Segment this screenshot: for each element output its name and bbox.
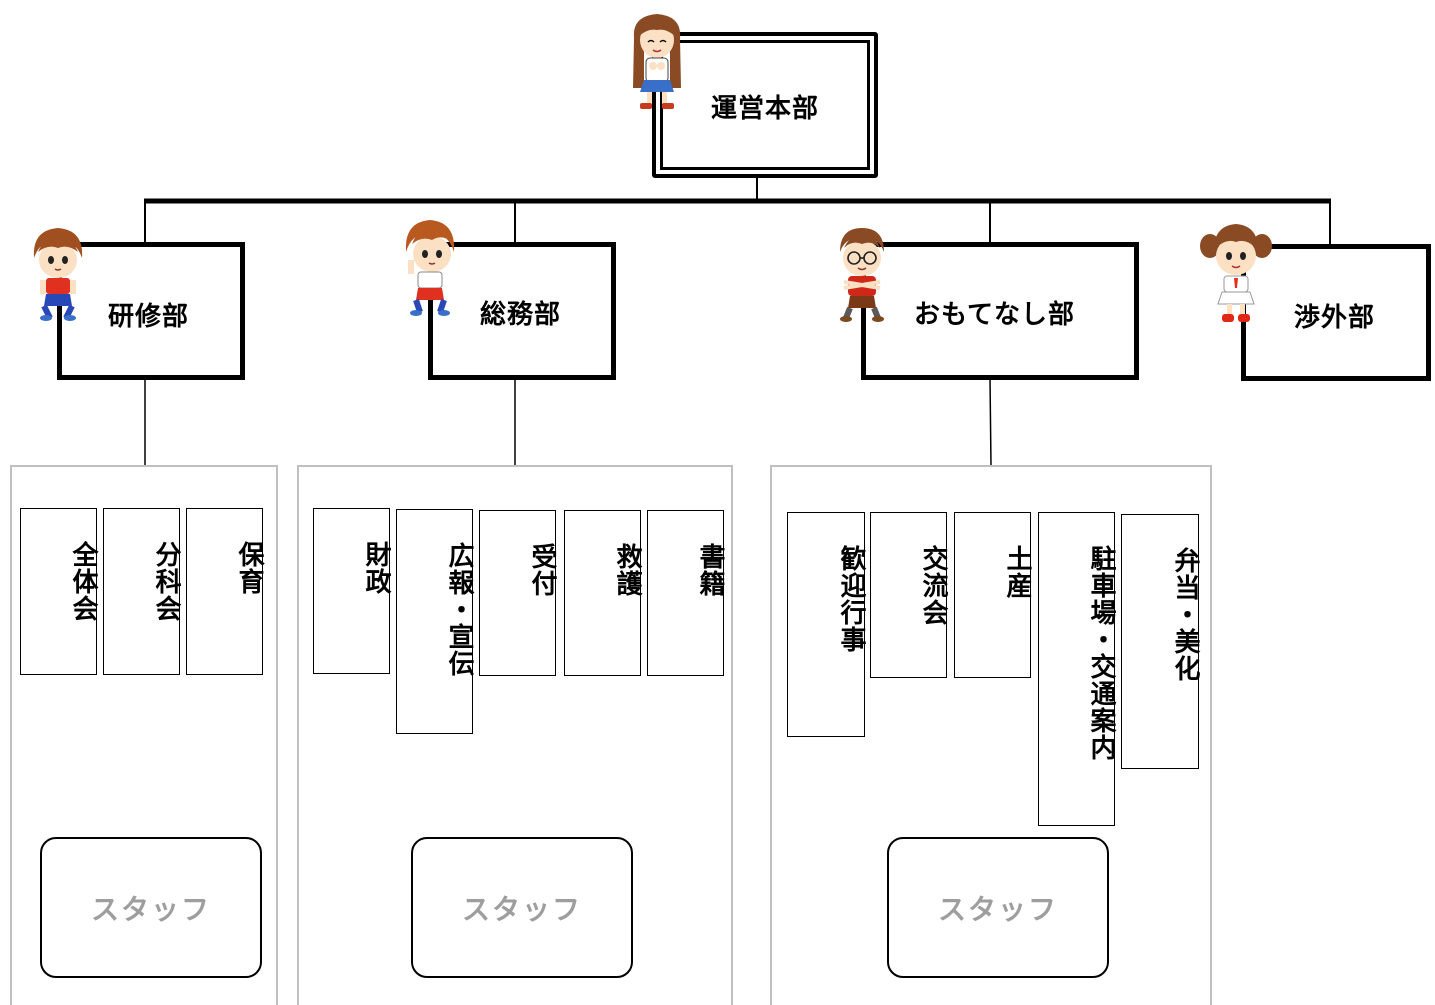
dept-label-external-relations: 渉外部 — [1294, 303, 1376, 333]
task-label: 分科会 — [151, 541, 181, 622]
hq-label: 運営本部 — [710, 94, 819, 124]
task-box: 受付 — [479, 510, 557, 676]
task-box: 保育 — [186, 508, 264, 675]
task-box: 財政 — [313, 508, 391, 674]
staff-box: スタッフ — [411, 837, 633, 978]
dept-box-general-affairs — [428, 242, 616, 380]
staff-label: スタッフ — [461, 892, 582, 926]
task-box: 救護 — [564, 510, 642, 676]
task-label: 財政 — [361, 541, 391, 595]
dept-box-hospitality — [861, 242, 1139, 380]
task-label: 広報・宣伝 — [444, 542, 474, 677]
dept-box-training — [57, 242, 245, 380]
girl-pigtails-icon — [1200, 224, 1272, 322]
task-box: 全体会 — [20, 508, 98, 675]
dept-label-hospitality: おもてなし部 — [914, 300, 1075, 330]
dept-label-general-affairs: 総務部 — [480, 300, 562, 330]
staff-box: スタッフ — [40, 837, 262, 978]
staff-label: スタッフ — [90, 892, 211, 926]
task-label: 受付 — [527, 543, 557, 597]
task-label: 救護 — [612, 543, 642, 597]
task-box: 弁当・美化 — [1121, 514, 1200, 769]
task-box: 交流会 — [870, 512, 948, 678]
girl-long-hair-icon — [633, 14, 681, 109]
task-box: 広報・宣伝 — [396, 509, 474, 734]
boy-pointing-icon — [405, 220, 455, 316]
task-label: 交流会 — [918, 545, 948, 626]
boy-red-shirt-icon — [33, 228, 83, 321]
task-box: 書籍 — [647, 510, 725, 676]
task-box: 土産 — [954, 512, 1032, 678]
task-box: 駐車場・交通案内 — [1038, 512, 1116, 826]
hq-box: 運営本部 — [652, 32, 878, 178]
staff-box: スタッフ — [887, 837, 1109, 978]
task-label: 弁当・美化 — [1170, 547, 1200, 682]
task-box: 分科会 — [103, 508, 181, 675]
dept-label-training: 研修部 — [108, 302, 190, 332]
task-label: 書籍 — [695, 543, 725, 597]
task-label: 保育 — [234, 541, 264, 595]
task-label: 歓迎行事 — [836, 545, 866, 653]
boy-glasses-icon — [840, 228, 884, 322]
task-box: 歓迎行事 — [787, 512, 866, 737]
staff-label: スタッフ — [937, 892, 1058, 926]
task-label: 土産 — [1002, 545, 1032, 599]
task-label: 駐車場・交通案内 — [1086, 545, 1116, 761]
task-label: 全体会 — [68, 541, 98, 622]
